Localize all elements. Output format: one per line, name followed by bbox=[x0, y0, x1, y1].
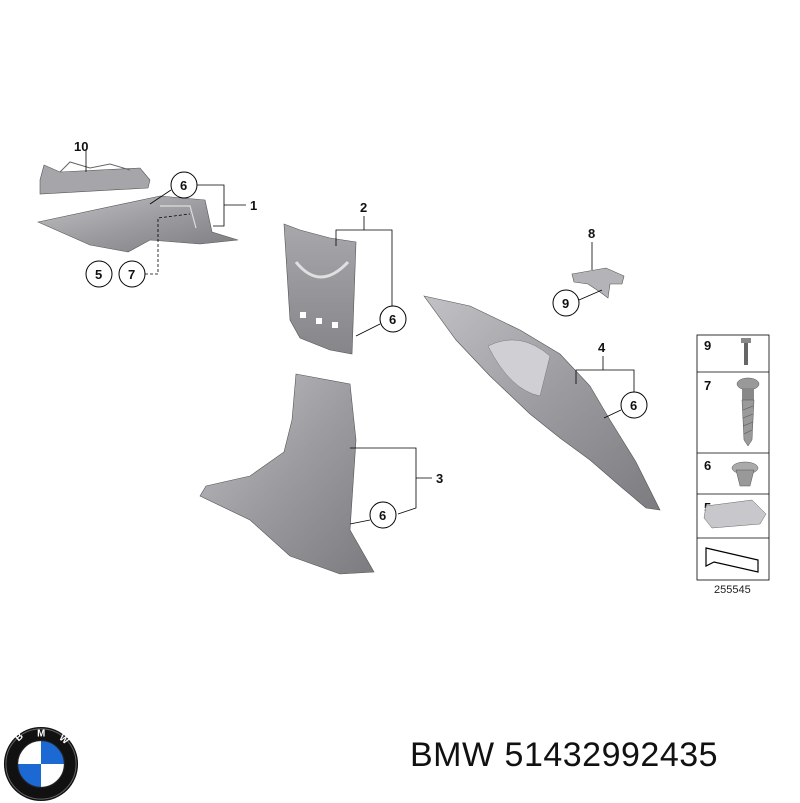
callout-2: 2 bbox=[360, 200, 367, 215]
legend-number-9: 9 bbox=[704, 338, 711, 353]
svg-text:M: M bbox=[37, 729, 45, 740]
callout-6a: 6 bbox=[180, 178, 187, 193]
legend-reference-number: 255545 bbox=[714, 584, 751, 596]
leader-6b bbox=[355, 323, 381, 337]
part-3-trim bbox=[199, 373, 375, 575]
leader-5-7 bbox=[145, 213, 191, 275]
part-1-trim bbox=[37, 195, 239, 253]
caption-brand: BMW bbox=[410, 736, 495, 774]
callout-6c: 6 bbox=[379, 508, 386, 523]
foam-pad-icon bbox=[703, 499, 767, 529]
callout-6d: 6 bbox=[630, 398, 637, 413]
leader-6a bbox=[149, 189, 172, 205]
legend-number-7: 7 bbox=[704, 378, 711, 393]
legend-number-6: 6 bbox=[704, 458, 711, 473]
callout-9a: 9 bbox=[562, 296, 569, 311]
clip-icon bbox=[731, 461, 759, 487]
callout-circle-6b bbox=[379, 305, 407, 333]
bracket-3 bbox=[350, 447, 432, 515]
callout-5: 5 bbox=[95, 267, 102, 282]
rivet-icon bbox=[741, 338, 751, 365]
callout-10: 10 bbox=[74, 139, 88, 154]
part-4-trim bbox=[423, 295, 661, 511]
callout-6b: 6 bbox=[389, 312, 396, 327]
leader-6c bbox=[349, 519, 371, 525]
callout-circle-6c bbox=[369, 501, 397, 529]
callout-circle-5 bbox=[85, 260, 113, 288]
callout-7a: 7 bbox=[128, 267, 135, 282]
bmw-logo: B M W bbox=[3, 726, 79, 802]
caption-part-number: 51432992435 bbox=[504, 736, 719, 774]
screw-icon bbox=[736, 377, 760, 447]
leader-9a bbox=[578, 289, 603, 301]
bracket-4 bbox=[575, 356, 635, 392]
callout-1: 1 bbox=[250, 198, 257, 213]
part-2-trim bbox=[283, 223, 357, 355]
arrow-icon bbox=[705, 547, 759, 573]
bracket-1 bbox=[197, 184, 246, 227]
callout-3: 3 bbox=[436, 471, 443, 486]
callout-circle-9a bbox=[552, 289, 580, 317]
leader-6d bbox=[603, 409, 622, 419]
part-10-strip bbox=[39, 161, 151, 195]
callout-4: 4 bbox=[598, 340, 606, 355]
part-8-bracket bbox=[571, 267, 625, 299]
callout-8: 8 bbox=[588, 226, 595, 241]
bracket-2 bbox=[335, 216, 393, 318]
part-caption: BMW 51432992435 bbox=[410, 736, 718, 775]
fastener-legend: 9 7 6 5 255545 bbox=[696, 334, 770, 596]
callout-circle-6d bbox=[620, 391, 648, 419]
